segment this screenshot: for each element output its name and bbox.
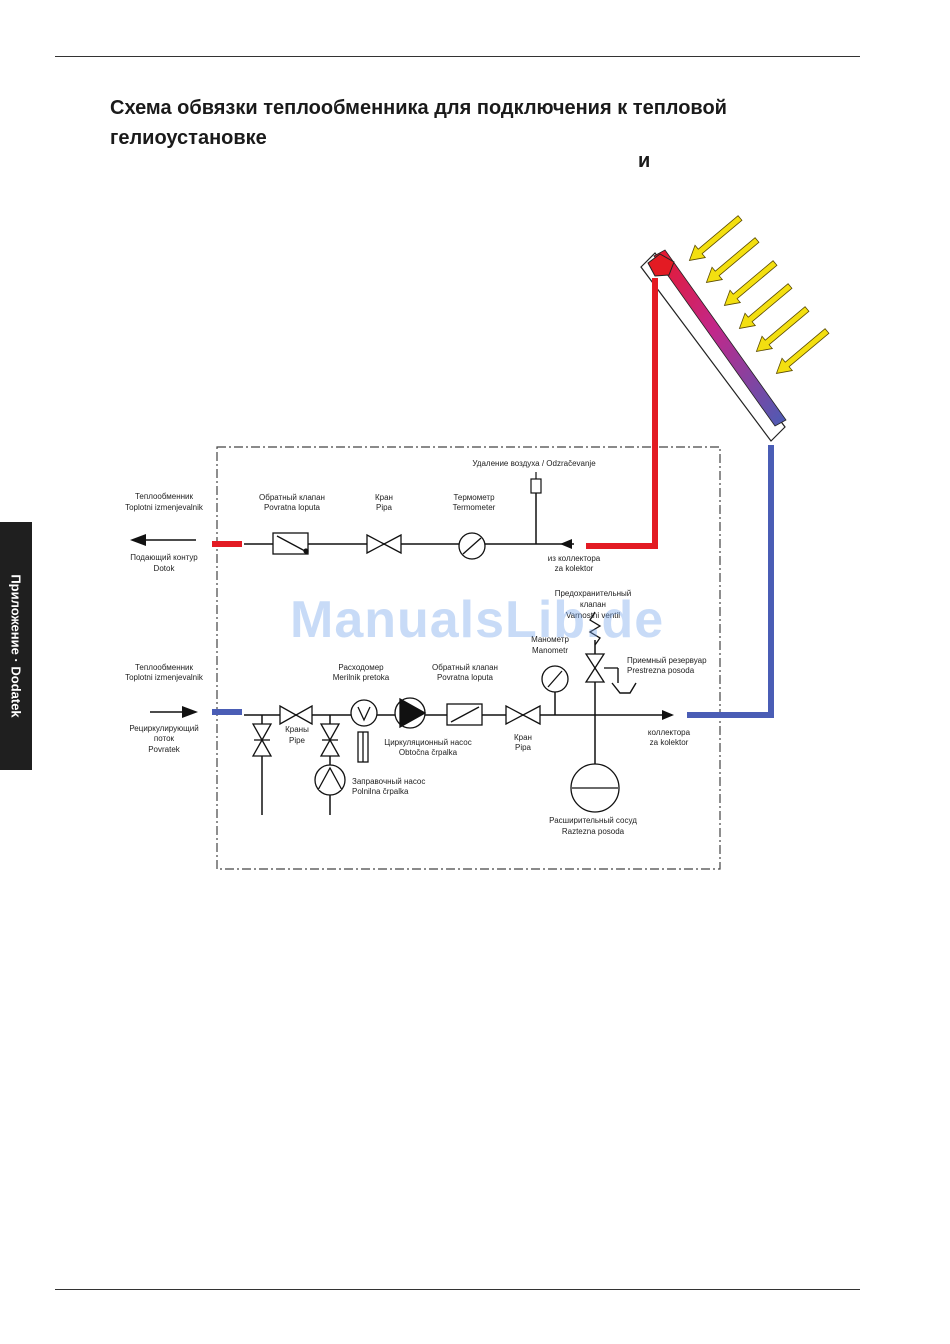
solar-collector xyxy=(640,249,787,442)
flowmeter xyxy=(350,699,378,763)
system-boundary xyxy=(216,446,721,870)
label-manometer-sl: Manometr xyxy=(532,646,568,655)
inlet-arrow xyxy=(150,706,198,718)
return-pipe-blue xyxy=(687,445,774,718)
air-vent xyxy=(530,472,542,494)
label-circulation-pump: Циркуляционный насос xyxy=(384,738,471,747)
label-valve-top-sl: Pipa xyxy=(376,503,393,512)
valve-top xyxy=(366,533,402,555)
label-valves-bottom: Краны xyxy=(285,725,309,734)
supply-pipe-red xyxy=(586,278,658,549)
watermark: ManualsLib.de xyxy=(290,591,665,649)
label-heat-exchanger-top: Теплообменник xyxy=(135,492,194,501)
label-thermometer: Термометр xyxy=(453,493,495,502)
label-thermometer-sl: Termometer xyxy=(453,503,496,512)
label-check-valve-top-sl: Povratna loputa xyxy=(264,503,321,512)
label-manometer: Манометр xyxy=(531,635,569,644)
sun-ray-arrows xyxy=(688,215,830,374)
page-title: Схема обвязки теплообменника для подключ… xyxy=(110,97,727,149)
label-valve-bottom: Кран xyxy=(514,733,532,742)
check-valve-bottom xyxy=(446,703,483,726)
label-air-vent: Удаление воздуха / Odzračevanje xyxy=(472,459,596,468)
receiver-tank xyxy=(611,668,637,694)
fill-pump xyxy=(314,764,346,796)
thermometer xyxy=(458,532,486,560)
label-return-3: Povratek xyxy=(148,745,181,754)
label-supply: Подающий контур xyxy=(130,553,198,562)
label-to-collector: коллектора xyxy=(648,728,691,737)
label-check-valve-bottom-sl: Povratna loputa xyxy=(437,673,494,682)
label-expansion-vessel-sl: Raztezna posoda xyxy=(562,827,625,836)
expansion-vessel xyxy=(570,763,620,813)
outlet-arrow xyxy=(130,534,196,546)
label-return-1: Рециркулирующий xyxy=(129,724,198,733)
section-side-tab: Приложение · Dodatek xyxy=(0,522,32,770)
top-rule xyxy=(55,56,860,57)
label-valve-bottom-sl: Pipa xyxy=(515,743,532,752)
label-safety-valve-3: Varnostni ventil xyxy=(566,611,620,620)
label-valve-top: Кран xyxy=(375,493,393,502)
label-circulation-pump-sl: Obtočna črpalka xyxy=(399,748,458,757)
valve-bottom xyxy=(505,704,541,726)
label-fill-pump-sl: Polnilna črpalka xyxy=(352,787,409,796)
label-from-collector-sl: za kolektor xyxy=(555,564,594,573)
label-safety-valve-2: клапан xyxy=(580,600,606,609)
label-return-2: поток xyxy=(154,734,175,743)
label-heat-exchanger-top-sl: Toplotni izmenjevalnik xyxy=(125,503,204,512)
label-supply-sl: Dotok xyxy=(154,564,176,573)
valves-bottom xyxy=(251,704,341,757)
label-to-collector-sl: za kolektor xyxy=(650,738,689,747)
label-receiver-sl: Prestrezna posoda xyxy=(627,666,695,675)
supply-connector-red xyxy=(212,541,242,547)
label-flowmeter: Расходомер xyxy=(338,663,384,672)
return-connector-blue xyxy=(212,709,242,715)
label-receiver: Приемный резервуар xyxy=(627,656,707,665)
bottom-rule xyxy=(55,1289,860,1290)
label-from-collector: из коллектора xyxy=(548,554,601,563)
label-check-valve-bottom: Обратный клапан xyxy=(432,663,498,672)
label-safety-valve-1: Предохранительный xyxy=(555,589,632,598)
label-heat-exchanger-bottom: Теплообменник xyxy=(135,663,194,672)
diagram-labels: Удаление воздуха / Odzračevanje Теплообм… xyxy=(125,459,707,836)
title-fragment: и xyxy=(638,150,651,172)
label-heat-exchanger-bottom-sl: Toplotni izmenjevalnik xyxy=(125,673,204,682)
label-fill-pump: Заправочный насос xyxy=(352,777,425,786)
label-expansion-vessel: Расширительный сосуд xyxy=(549,816,637,825)
safety-valve xyxy=(584,611,618,683)
manometer xyxy=(541,665,569,693)
label-check-valve-top: Обратный клапан xyxy=(259,493,325,502)
supply-flow-arrow xyxy=(560,539,572,549)
check-valve-top xyxy=(272,532,309,555)
label-flowmeter-sl: Merilnik pretoka xyxy=(333,673,390,682)
return-flow-arrow xyxy=(662,710,674,720)
circulation-pump xyxy=(394,697,427,729)
label-valves-bottom-sl: Pipe xyxy=(289,736,306,745)
